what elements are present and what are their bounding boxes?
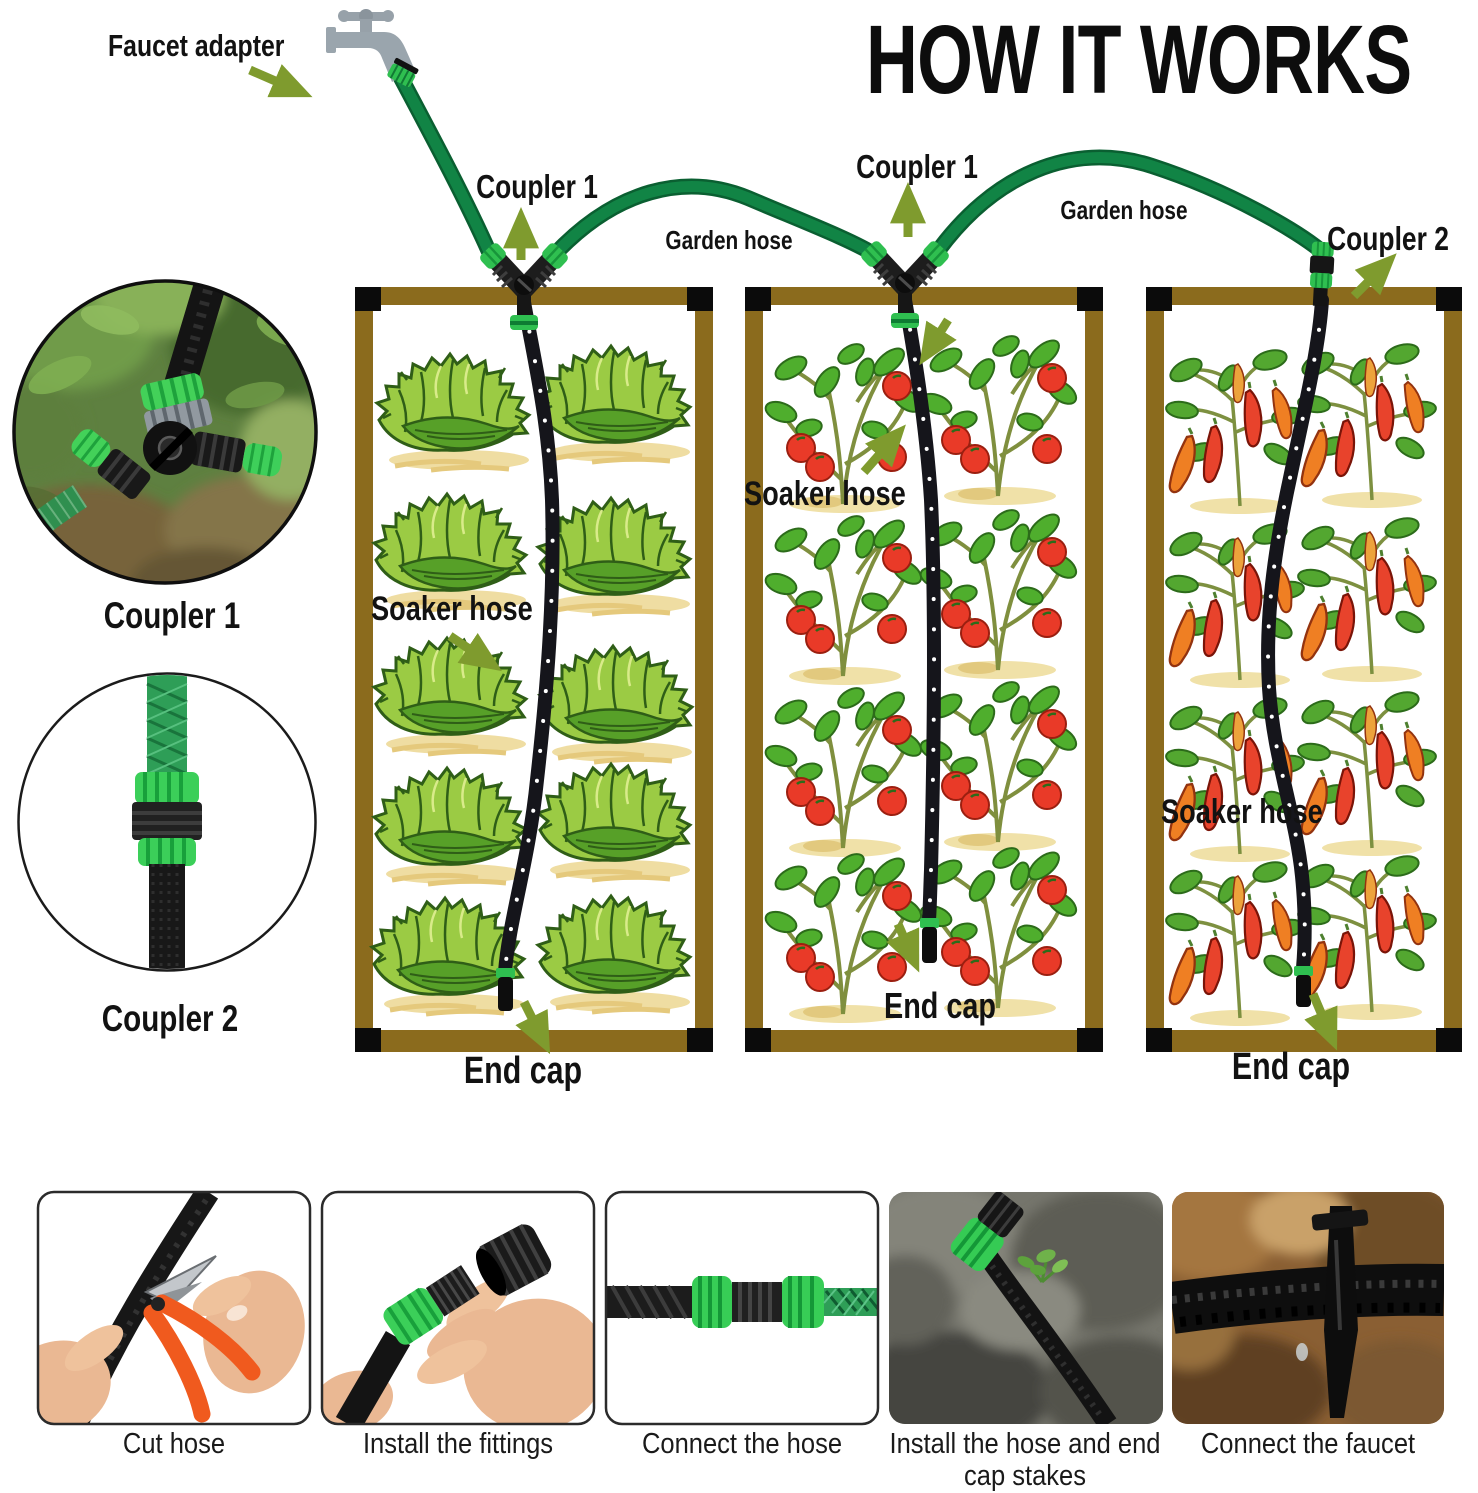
step-photo-connect-hose [604,1190,880,1426]
end-cap-stake-3 [1294,966,1313,976]
soaker-hose-bed2 [898,293,942,963]
arrow-flow-bed2 [919,317,957,366]
step-photo-install-stakes [889,1192,1163,1424]
arrow-coupler2 [1350,253,1397,300]
label-inset-coupler1: Coupler 1 [103,595,241,636]
annotation-arrows [248,64,1397,1055]
label-soaker-hose-3: Soaker hose [1161,793,1323,831]
soaker-hose-bed1 [496,295,560,1011]
coupler2-illustration [17,672,317,972]
arrow-soaker-bed1 [447,632,502,672]
caption-install-fittings: Install the fittings [362,1428,554,1460]
arrow-endcap-bed3 [1304,992,1338,1051]
garden-hoses [392,72,1326,263]
arrow-faucet-adapter [248,64,313,98]
caption-connect-faucet: Connect the faucet [1200,1428,1416,1460]
label-end-cap-2: End cap [883,985,997,1026]
coupler2-bed3 [1309,241,1335,307]
label-coupler2: Coupler 2 [1327,220,1449,257]
label-inset-coupler2: Coupler 2 [101,998,239,1039]
arrow-endcap-bed2 [886,922,920,973]
seedling [1017,1249,1068,1284]
label-faucet-adapter: Faucet adapter [108,28,285,63]
label-coupler1-bed1: Coupler 1 [476,168,598,205]
label-end-cap-1: End cap [463,1050,583,1092]
label-garden-hose-1: Garden hose [665,225,793,255]
caption-install-stakes: Install the hose and end cap stakes [889,1428,1161,1493]
soaker-hose-bed3 [1261,293,1329,1007]
label-soaker-hose-1: Soaker hose [371,590,533,628]
step-photo-install-fittings [320,1190,596,1426]
label-end-cap-3: End cap [1231,1046,1351,1088]
label-soaker-hose-2: Soaker hose [744,475,906,513]
end-cap-stake-2 [920,918,939,928]
page-title: HOW IT WORKS [866,5,1412,114]
caption-cut-hose: Cut hose [122,1428,226,1460]
label-garden-hose-2: Garden hose [1060,195,1188,225]
caption-connect-hose: Connect the hose [641,1428,843,1460]
label-coupler1-bed2: Coupler 1 [856,148,978,185]
step-photo-connect-faucet [1172,1192,1444,1424]
step-photo-cut-hose [36,1190,312,1426]
end-cap-stake-1 [496,968,515,978]
coupler1-photo [12,279,318,585]
arrow-soaker-bed2 [860,424,906,475]
faucet-icon [326,9,419,88]
arrow-endcap-bed1 [515,999,551,1055]
